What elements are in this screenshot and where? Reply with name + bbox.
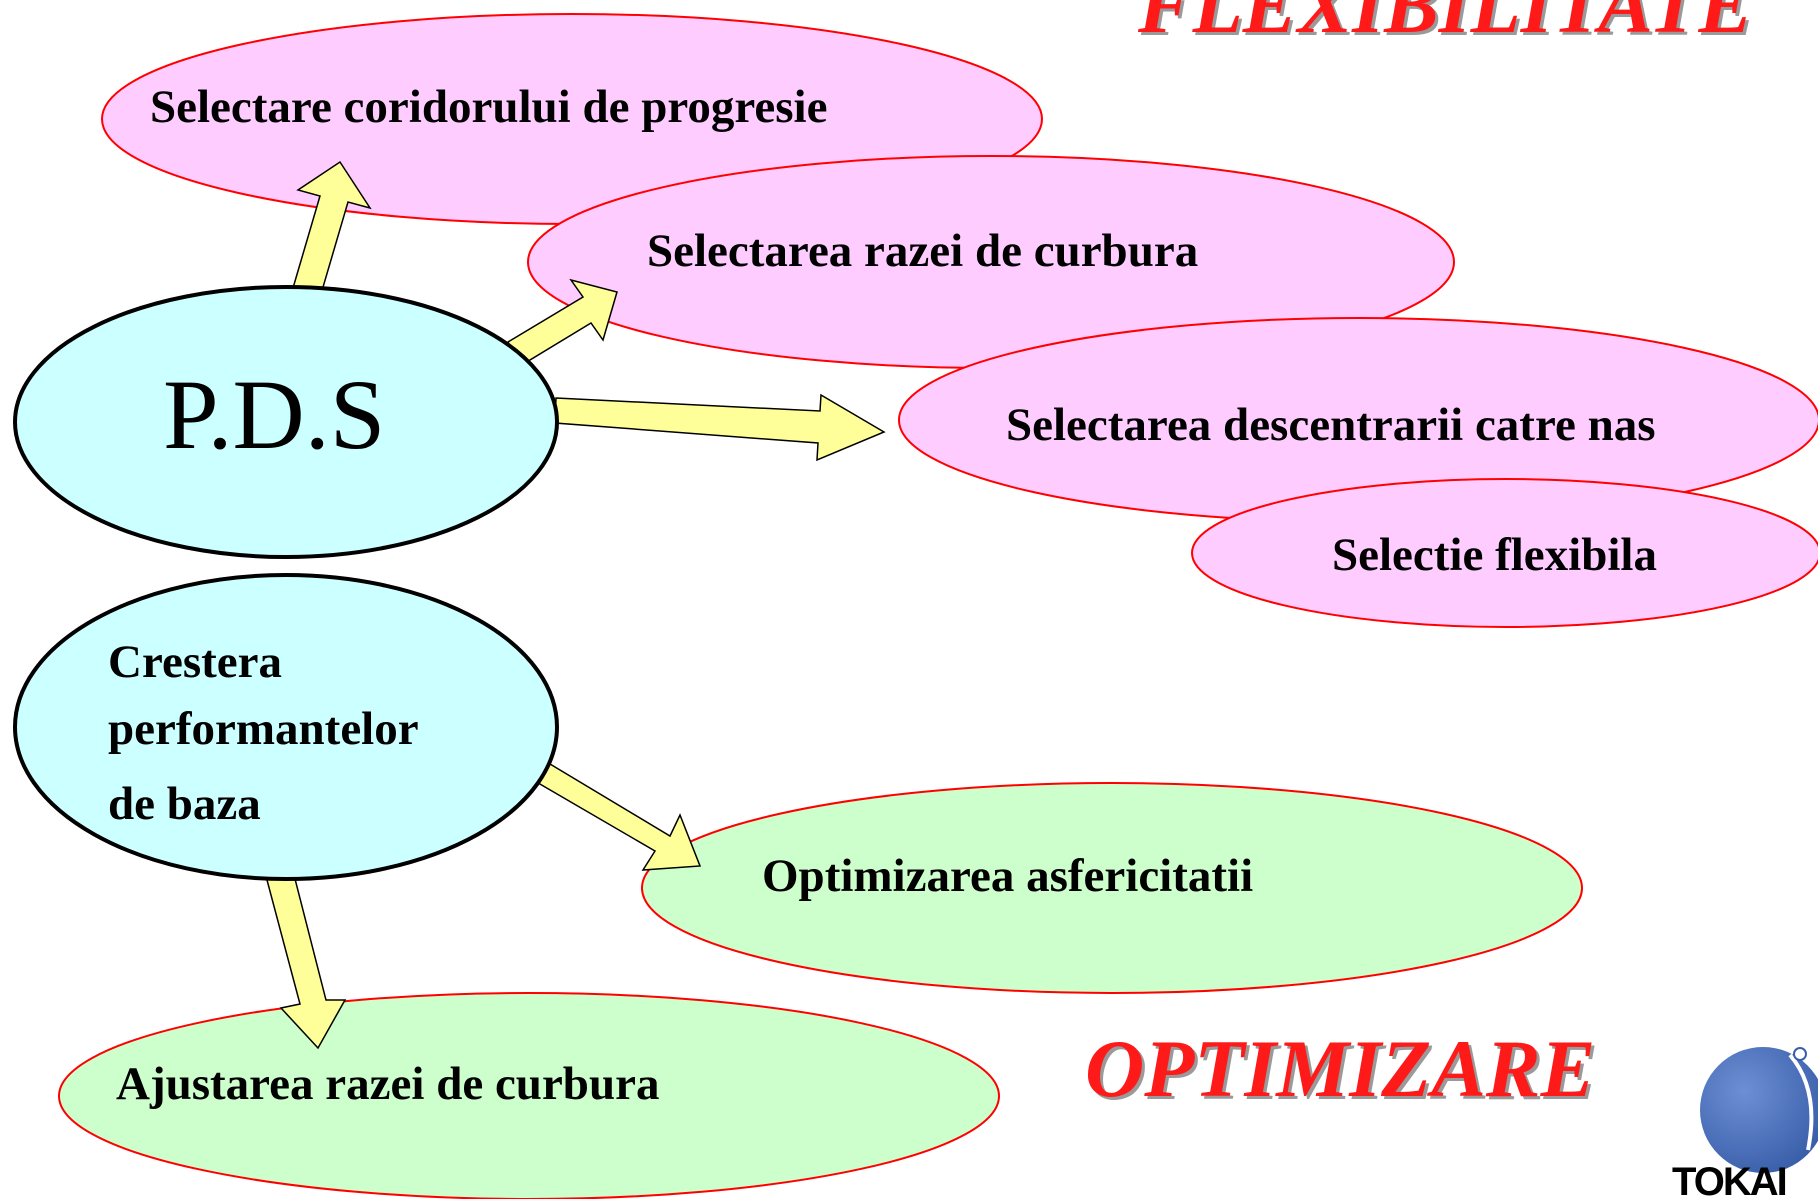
- arrow-base-to-radius: [266, 874, 347, 1050]
- base-label-line: performantelor: [108, 703, 419, 755]
- base-label-line: Crestera: [108, 636, 282, 688]
- flex-label-radius: Selectarea razei de curbura: [647, 225, 1199, 277]
- base-label-line: de baza: [108, 778, 261, 830]
- base-performance-label: Crestera performantelor de baza: [108, 629, 419, 838]
- flex-label-corridor: Selectare coridorului de progresie: [150, 81, 828, 133]
- arrow-pds-to-corridor: [292, 160, 372, 295]
- arrow-pds-to-decentration: [554, 393, 886, 462]
- base-ellipse: [13, 573, 559, 881]
- logo-dot: [1793, 1047, 1807, 1061]
- optimization-heading: OPTIMIZARE: [1085, 1023, 1596, 1114]
- flex-label-flexible: Selectie flexibila: [1332, 529, 1657, 581]
- logo-text: TOKAI: [1672, 1160, 1788, 1199]
- opt-ellipse-radius: [58, 992, 1000, 1199]
- flex-label-decentration: Selectarea descentrarii catre nas: [1006, 399, 1656, 451]
- tokai-logo: TOKAI: [1672, 1035, 1818, 1199]
- pds-label: P.D.S: [163, 359, 386, 470]
- opt-label-radius: Ajustarea razei de curbura: [116, 1058, 660, 1110]
- opt-label-asphericity: Optimizarea asfericitatii: [762, 850, 1254, 902]
- pds-ellipse: [13, 285, 559, 559]
- opt-ellipse-asphericity: [641, 782, 1583, 994]
- logo-swoosh: [1788, 1053, 1814, 1151]
- arrow-pds-to-radius: [507, 278, 618, 368]
- arrow-base-to-asphericity: [531, 763, 702, 871]
- flex-ellipse-flexible: [1191, 478, 1818, 628]
- flexibility-heading: FLEXIBILITATE: [1138, 0, 1754, 50]
- logo-globe: [1700, 1047, 1818, 1173]
